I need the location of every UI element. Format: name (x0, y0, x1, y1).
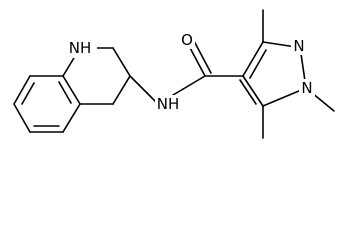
molecule-svg: NH NH O N N (13, 9, 335, 139)
bond-b3-b4 (62, 75, 81, 105)
double-bond-c5-c4 (239, 79, 257, 105)
double-bond-c4-c3 (249, 49, 267, 79)
bond-b1-b2 (13, 75, 31, 105)
pyrazole-n2-label: N (293, 37, 304, 55)
benzene-ring (13, 75, 81, 133)
bond-c4-c3 (242, 41, 264, 77)
double-bond-inner-2 (58, 81, 72, 104)
bond-b4-b5 (62, 103, 81, 133)
carbonyl-o-atom: O (179, 31, 195, 49)
bond-b6-b1 (13, 103, 31, 133)
amide-nh-atom: NH (155, 95, 185, 113)
pyrazole-n2-atom: N (291, 37, 307, 55)
double-bond-inner-1 (21, 82, 35, 105)
bond-ch-amide-n (129, 75, 159, 105)
amide-linker (129, 40, 244, 105)
molecule-diagram: NH NH O N N (13, 9, 335, 139)
bond-c-o-2 (193, 40, 212, 74)
bond-n1-c5 (262, 87, 307, 107)
bond-c5-c4 (242, 75, 264, 107)
ring-nh-atom: NH (67, 39, 97, 58)
methyl-groups (262, 9, 335, 139)
bond-ch2-ch (112, 47, 131, 77)
bond-ch-ch2 (112, 75, 131, 105)
amide-nh-label: NH (157, 95, 180, 113)
carbonyl-o-label: O (181, 31, 193, 49)
bond-c-o-1 (187, 43, 206, 77)
ring-nh-label: NH (69, 39, 92, 57)
bond-c3-n2 (262, 41, 297, 48)
pyrazole-n1-atom: N (299, 79, 315, 97)
pyrazole-n1-label: N (301, 79, 312, 97)
